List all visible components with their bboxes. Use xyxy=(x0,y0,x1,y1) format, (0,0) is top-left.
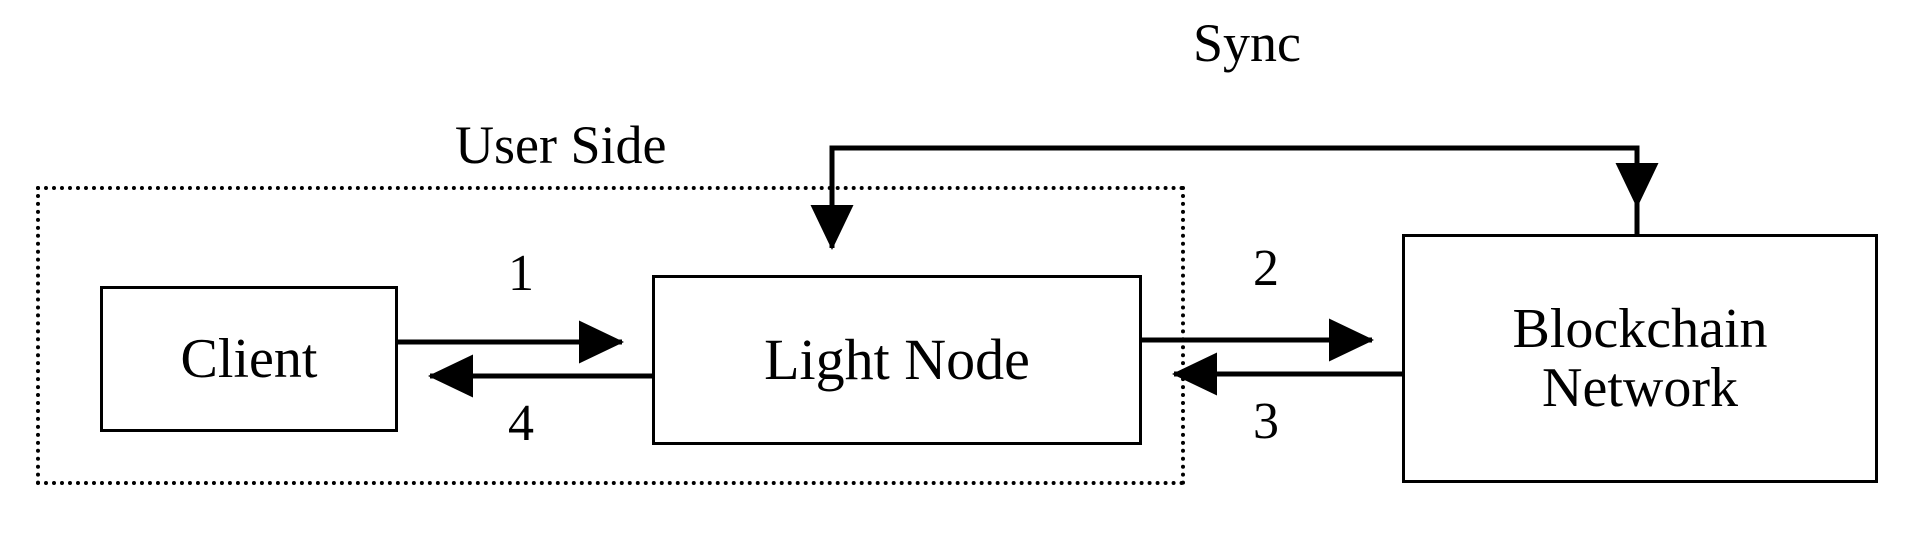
sync-edge-label: Sync xyxy=(1193,13,1301,73)
edge-label-1: 1 xyxy=(508,245,534,302)
edge-label-2: 2 xyxy=(1253,240,1279,297)
node-blockchain-network[interactable]: Blockchain Network xyxy=(1402,234,1878,483)
node-light-node-label: Light Node xyxy=(764,326,1030,392)
edge-sync-blockchain-to-light-node xyxy=(810,145,1640,250)
edge-label-4: 4 xyxy=(508,395,534,452)
node-blockchain-network-label: Blockchain Network xyxy=(1512,298,1768,419)
edge-label-3: 3 xyxy=(1253,393,1279,450)
node-client-label: Client xyxy=(180,327,318,390)
node-light-node[interactable]: Light Node xyxy=(652,275,1142,445)
node-client[interactable]: Client xyxy=(100,286,398,432)
user-side-zone-label: User Side xyxy=(455,115,667,175)
